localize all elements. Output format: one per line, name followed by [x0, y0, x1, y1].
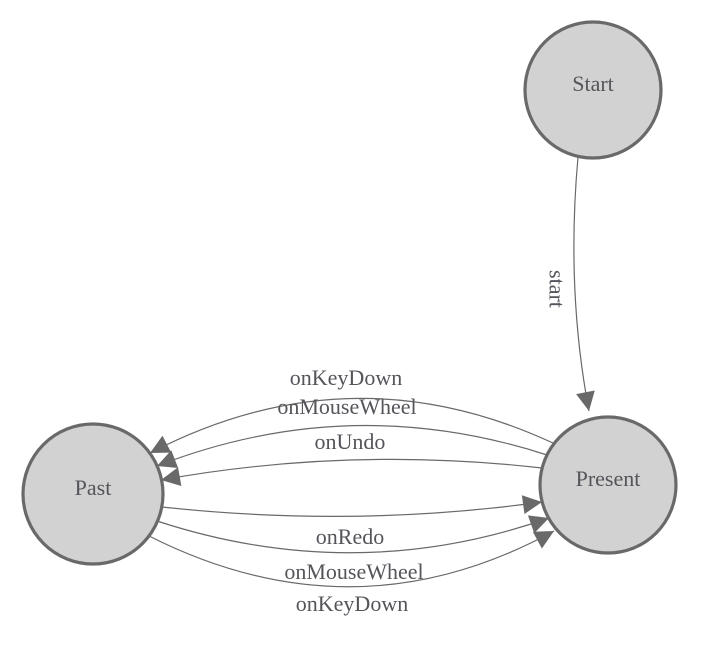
edge-past-to-present-onkeydown: onKeyDown — [148, 530, 555, 616]
edge-past-to-present-onmousewheel: onMouseWheel — [156, 515, 550, 584]
edge-label-start: start — [545, 270, 570, 308]
node-present: Present — [538, 415, 678, 555]
node-start-label: Start — [572, 71, 614, 96]
edge-past-to-present-onmousewheel-path — [156, 515, 550, 554]
edge-present-to-past-onundo: onUndo — [160, 429, 543, 486]
edge-present-to-past-onundo-path — [160, 458, 543, 486]
node-past: Past — [21, 422, 165, 566]
node-present-label: Present — [576, 466, 641, 491]
edge-present-to-past-onmousewheel: onMouseWheel — [156, 394, 548, 468]
edge-label-onkeydown-top: onKeyDown — [290, 365, 402, 390]
edge-group: start onKeyDown onMouseWheel onUndo onRe… — [148, 156, 595, 616]
edge-past-to-present-onredo-path — [161, 495, 543, 517]
edge-past-to-present-onkeydown-path — [148, 530, 555, 588]
node-past-label: Past — [75, 475, 112, 500]
edge-label-onredo: onRedo — [316, 524, 384, 549]
edge-past-to-present-onredo: onRedo — [161, 495, 543, 549]
edge-present-to-past-onkeydown-path — [149, 397, 554, 454]
node-past-circle — [21, 422, 165, 566]
edge-start-to-present: start — [545, 156, 595, 412]
node-start: Start — [523, 20, 663, 160]
edge-label-onmousewheel-top: onMouseWheel — [277, 394, 416, 419]
edge-label-onmousewheel-bottom: onMouseWheel — [284, 559, 423, 584]
edge-present-to-past-onkeydown: onKeyDown — [149, 365, 554, 454]
edge-label-onundo: onUndo — [315, 429, 386, 454]
edge-present-to-past-onmousewheel-path — [156, 424, 548, 468]
edge-label-onkeydown-bottom: onKeyDown — [296, 591, 408, 616]
node-start-circle — [523, 20, 663, 160]
edge-start-to-present-path — [573, 156, 595, 412]
node-present-circle — [538, 415, 678, 555]
